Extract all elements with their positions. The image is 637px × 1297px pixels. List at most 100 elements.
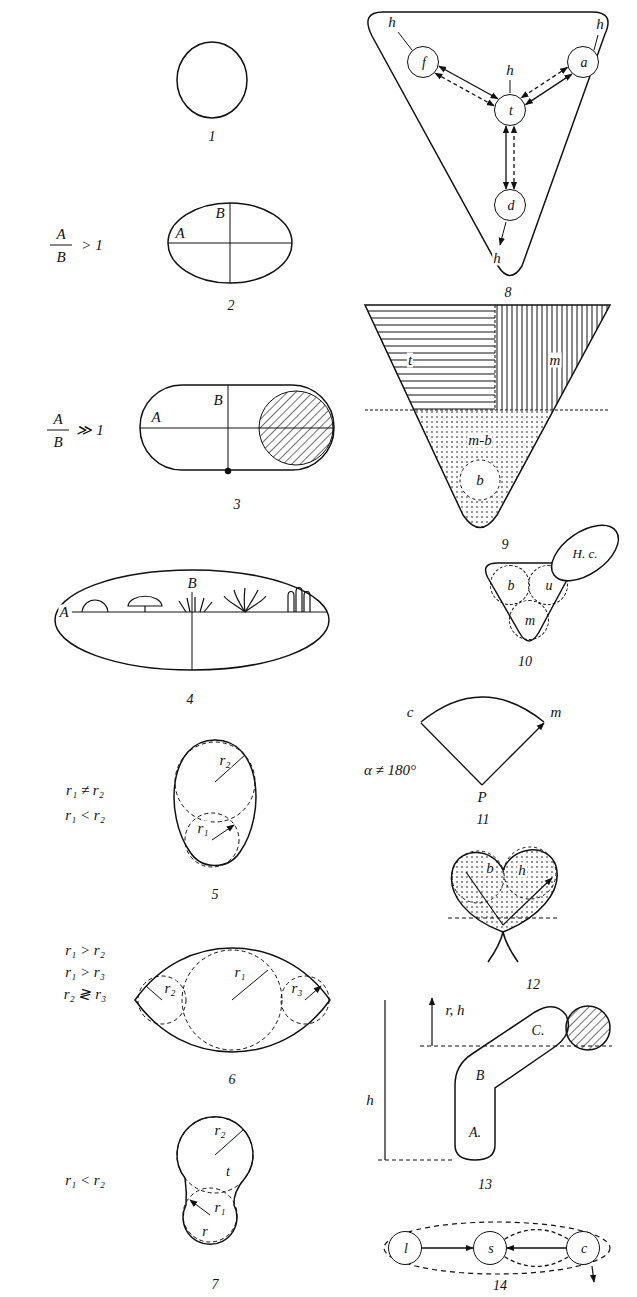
connector-arrow: [505, 1230, 569, 1240]
part-label: r₁ > r₂: [64, 943, 106, 958]
figure-11-angle: [421, 723, 544, 785]
part-label: h: [387, 15, 397, 30]
node-text: c: [581, 1242, 587, 1256]
figure-number: 14: [492, 1279, 508, 1293]
part-label: r, h: [444, 1003, 465, 1018]
figure-4-ellipse: [72, 592, 327, 670]
part-label: h: [595, 17, 605, 32]
figure-11-angle: [421, 697, 544, 785]
part-label: P: [476, 790, 487, 805]
figure-6-lens: [135, 948, 330, 1052]
circle-node: f: [407, 46, 439, 78]
figure-number: 2: [227, 299, 236, 313]
figure-12-heart: [451, 850, 557, 932]
circle-node: t: [494, 94, 526, 126]
figure-number: 12: [525, 978, 541, 992]
part-label: B: [212, 393, 223, 408]
figure-12-heart: [452, 851, 504, 903]
figure-4-ellipse: [55, 570, 329, 670]
part-label: α ≠ 180°: [363, 763, 417, 778]
node-text: d: [508, 199, 515, 213]
figure-14-ellipse: [592, 1266, 594, 1282]
figure-number: 1: [208, 130, 217, 144]
figure-number: 6: [228, 1073, 237, 1087]
figure-3-capsule: [226, 469, 231, 474]
part-label: r₁: [233, 965, 246, 980]
part-label: r₁ ≠ r₂: [65, 783, 105, 798]
circle-node: s: [473, 1231, 507, 1265]
node-text: t: [509, 104, 513, 118]
figure-number: 10: [517, 655, 533, 669]
figure-8-triangle: [368, 12, 608, 276]
figure-5-egg: [212, 755, 245, 840]
node-text: A.: [469, 1126, 481, 1140]
part-label: t: [407, 353, 413, 368]
body-outline-node: C.BA.: [450, 998, 575, 1165]
part-label: c: [406, 705, 415, 720]
part-label: r₃: [290, 981, 303, 996]
figure-4-ellipse: [288, 588, 310, 613]
figure-13-guides: [378, 998, 612, 1160]
figure-number: 13: [477, 1178, 493, 1192]
figure-8-triangle: [398, 32, 598, 245]
part-label: r₂ ≷ r₃: [63, 987, 108, 1002]
figure-13-guides: [385, 998, 432, 1160]
figure-number: 9: [501, 538, 510, 552]
outline-shape: [455, 1007, 568, 1160]
figure-1-circle: [177, 42, 247, 118]
part-label: m-b: [467, 433, 492, 448]
figure-number: 8: [504, 286, 513, 300]
part-label: B: [186, 576, 197, 591]
part-label: h: [505, 63, 515, 78]
figure-art: [47, 12, 612, 1282]
figure-12-heart: [466, 872, 552, 925]
circle-node: c: [566, 1231, 600, 1265]
connector-arrow: [435, 73, 494, 106]
connector-arrow: [505, 126, 506, 189]
node-text: s: [488, 1242, 493, 1256]
figure-14-ellipse: [384, 1222, 610, 1282]
node-text: f: [422, 56, 426, 70]
figure-4-ellipse: [179, 597, 212, 612]
connector-arrow: [526, 74, 572, 105]
figure-9-triangle: [365, 410, 610, 540]
outline-shape: [450, 998, 575, 1165]
part-label: h: [517, 863, 527, 878]
part-label: B: [52, 435, 63, 450]
circle-node: d: [494, 189, 526, 221]
outline-shape: [545, 522, 625, 584]
dashed-circle-node: b: [490, 565, 530, 605]
figure-4-ellipse: [224, 588, 266, 612]
node-text: u: [546, 579, 553, 593]
figure-9-triangle: [365, 305, 610, 528]
part-label: r₂: [163, 981, 176, 996]
blob-node: H. c.: [545, 522, 625, 584]
figure-14-ellipse: [384, 1222, 610, 1274]
part-label: r₁ < r₂: [64, 808, 106, 823]
figure-number: 11: [476, 813, 491, 827]
figure-8-triangle: [368, 12, 608, 276]
figure-12-heart: [488, 932, 518, 962]
figure-9-triangle: [365, 305, 610, 410]
part-label: ≫ 1: [75, 423, 104, 438]
figure-5-egg: [174, 740, 256, 867]
figure-6-lens: [135, 948, 330, 1052]
node-text: m: [525, 614, 535, 628]
figure-4-ellipse: [128, 596, 162, 612]
node-text: r: [202, 1225, 207, 1239]
node-text: l: [404, 1242, 408, 1256]
circle-node: a: [567, 46, 599, 78]
part-label: B: [55, 250, 66, 265]
part-label: b: [485, 861, 495, 876]
part-label: m: [549, 353, 562, 368]
figure-12-heart: [448, 918, 560, 919]
part-label: r₁: [196, 821, 209, 836]
figure-1-circle: [177, 42, 247, 118]
part-label: r₂: [218, 753, 231, 768]
part-label: h: [365, 1093, 375, 1108]
figure-4-ellipse: [55, 570, 329, 670]
part-label: A: [55, 227, 66, 242]
part-label: A: [58, 605, 69, 620]
